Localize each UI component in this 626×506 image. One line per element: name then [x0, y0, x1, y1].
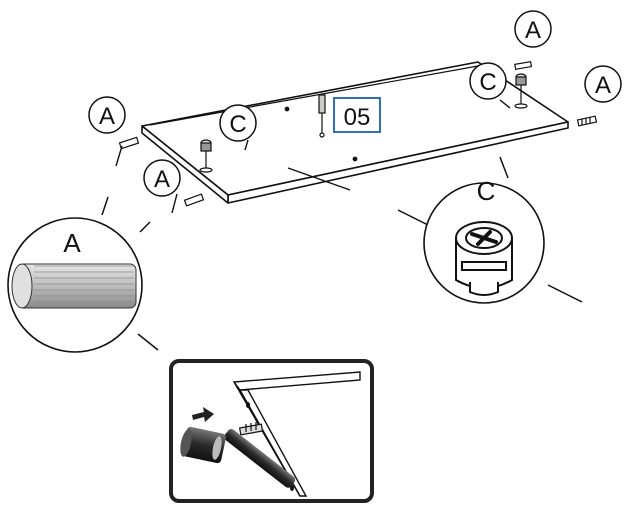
inset-hole [246, 402, 250, 408]
step-number-box: 05 [333, 97, 381, 133]
cam-lock-right [514, 73, 528, 109]
callout-a-label: A [154, 166, 170, 193]
callout-a-left-upper: A [88, 96, 126, 134]
dowel-right-top [514, 60, 533, 71]
callout-a-label: A [525, 17, 541, 44]
dowel-left-lower [183, 193, 205, 207]
callout-a-far-right: A [584, 65, 622, 103]
callout-a-label: A [595, 72, 611, 99]
cam-detail-bubble: C [397, 156, 583, 304]
dowel-detail-label: A [63, 228, 81, 258]
hammer-icon [180, 426, 296, 488]
callout-a-label: A [99, 103, 115, 130]
callout-c-label: C [479, 69, 496, 96]
dowel-detail-bubble: A [7, 196, 159, 353]
inset-dowel [238, 422, 264, 436]
cam-detail-label: C [477, 176, 496, 206]
step-number: 05 [344, 104, 371, 131]
insertion-detail-inset [169, 359, 374, 503]
dowel-left-upper [118, 136, 140, 150]
callout-c-right: C [469, 62, 507, 100]
callout-a-left-lower: A [143, 159, 181, 197]
callout-a-top-right: A [514, 10, 552, 48]
dowel-right-edge [576, 115, 598, 127]
push-arrow-icon [192, 407, 214, 422]
callout-leader-lines [115, 99, 511, 214]
callout-c-label: C [229, 111, 246, 138]
cam-lock-icon [455, 221, 513, 296]
callout-c-left: C [219, 104, 257, 142]
cam-lock-center-bolt [318, 94, 326, 138]
cam-lock-left [199, 139, 213, 173]
dowel-icon [11, 263, 137, 309]
